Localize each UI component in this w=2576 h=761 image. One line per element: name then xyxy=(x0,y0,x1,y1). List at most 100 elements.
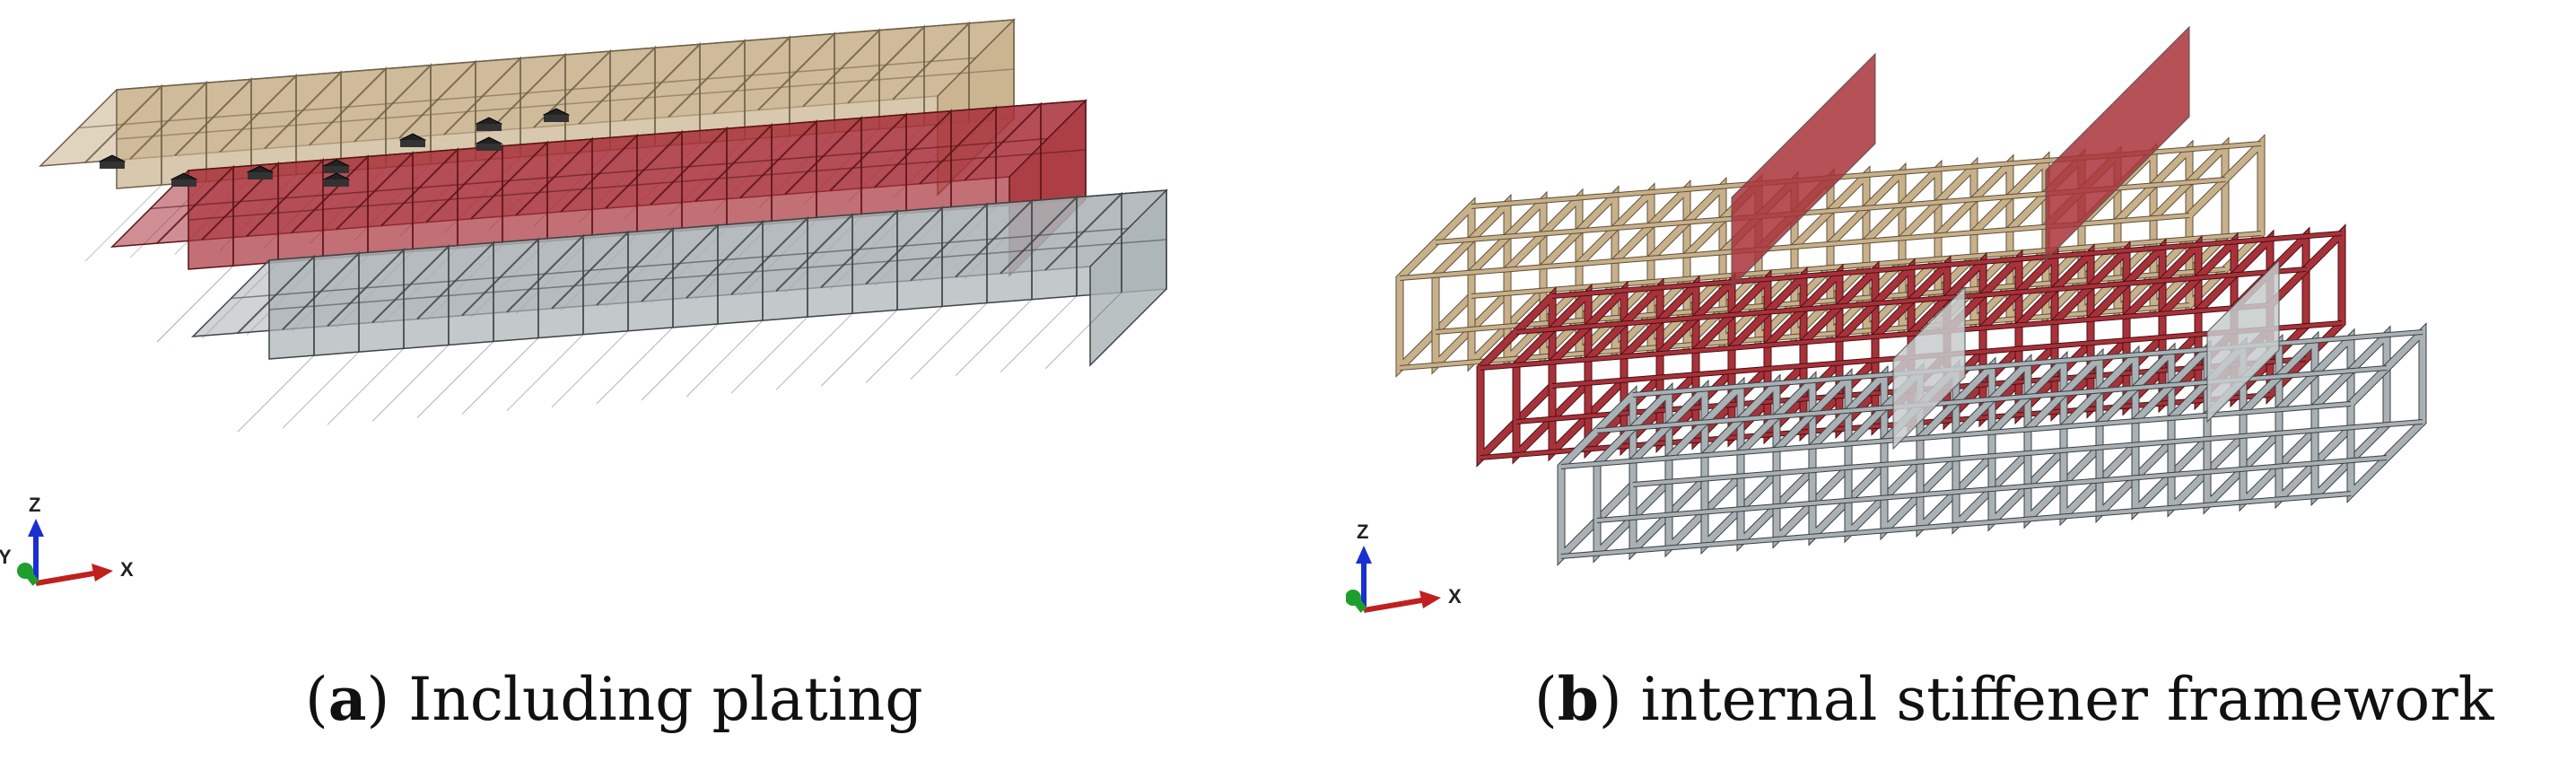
tan-block-frame xyxy=(84,83,162,186)
red-block-frame xyxy=(380,147,458,249)
red-block-frame xyxy=(694,122,773,224)
red-frame-deck-longitudinal xyxy=(1480,303,2271,370)
tan-block-frame xyxy=(802,28,880,129)
z-axis-label: Z xyxy=(1357,520,1368,543)
red-block-frame xyxy=(560,133,638,234)
transverse-bulkhead xyxy=(1892,285,1966,450)
plated-hull-model: Z Y X xyxy=(0,18,1168,586)
grey-block-floor-line xyxy=(551,330,629,408)
y-arrowhead xyxy=(17,563,33,579)
grey-frame-bottom-longitudinal xyxy=(1560,492,2352,558)
x-axis-label: X xyxy=(1448,585,1462,608)
red-block xyxy=(110,99,1087,343)
red-block-frame xyxy=(470,140,548,241)
tan-block-frame xyxy=(847,24,925,126)
red-block-frame xyxy=(964,101,1042,203)
tan-block-frame xyxy=(668,38,746,140)
grey-block-frame xyxy=(775,212,853,314)
grey-block-floor-line xyxy=(730,316,808,394)
tan-block xyxy=(39,18,1016,262)
transverse-bulkhead xyxy=(2045,25,2190,262)
red-block-frame xyxy=(201,161,279,263)
grey-frame-deck-longitudinal xyxy=(1632,330,2423,397)
caption-b: (b) internal stiffener framework xyxy=(1534,664,2494,734)
z-axis-label: Z xyxy=(29,494,40,516)
grey-block-frame xyxy=(551,230,629,331)
grey-block-frame xyxy=(282,250,360,353)
deck-connector-body xyxy=(544,115,569,122)
red-block-frame xyxy=(784,116,862,217)
transverse-bulkhead xyxy=(2206,258,2280,424)
grey-block-floor-line xyxy=(775,312,853,390)
red-block-frame xyxy=(336,151,414,252)
grey-frame-bottom-longitudinal xyxy=(1596,456,2388,522)
grey-block-floor-line xyxy=(237,354,315,433)
grey-block-frame xyxy=(1044,191,1122,293)
tan-block-floor-line xyxy=(84,184,162,262)
grey-block-floor-line xyxy=(955,299,1033,377)
grey-block xyxy=(191,188,1168,433)
caption-a-letter: a xyxy=(327,664,367,734)
grey-block-frame xyxy=(237,254,315,356)
transverse-bulkhead xyxy=(1731,52,1876,289)
grey-block-frame xyxy=(820,208,898,311)
z-arrowhead xyxy=(1356,546,1372,564)
caption-b-text: internal stiffener framework xyxy=(1640,665,2494,734)
grey-block-frame xyxy=(416,241,494,342)
red-block-frame xyxy=(246,157,324,259)
grey-block-floor-line xyxy=(327,347,405,425)
grey-block-floor-line xyxy=(820,310,898,387)
red-block-frame xyxy=(829,112,907,214)
grey-block-floor-line xyxy=(596,327,674,405)
grey-block-floor-line xyxy=(1044,292,1122,370)
tan-block-frame xyxy=(309,66,387,168)
tan-block-frame xyxy=(443,56,521,157)
grey-frame-deck-longitudinal xyxy=(1560,402,2352,468)
red-block-frame xyxy=(425,144,503,245)
red-block-frame xyxy=(515,136,593,238)
stiffener-frame-model: ZYX xyxy=(1346,25,2427,613)
tan-block-frame xyxy=(398,59,476,161)
z-arrowhead xyxy=(28,519,44,537)
deck-connector xyxy=(98,154,127,169)
grey-block-floor-line xyxy=(865,306,943,383)
grey-block-frame xyxy=(910,202,988,303)
caption-b-letter: b xyxy=(1557,664,1599,734)
red-block-frame xyxy=(291,153,369,256)
grey-block-frame xyxy=(461,237,539,338)
grey-block-frame xyxy=(506,233,584,335)
x-axis-arrow xyxy=(1363,597,1428,613)
red-frame-deck-longitudinal xyxy=(1551,232,2343,298)
tan-block-girder xyxy=(78,57,976,129)
tan-block-frame xyxy=(264,70,342,171)
y-arrowhead xyxy=(1346,590,1361,606)
grey-block-floor-line xyxy=(371,345,450,422)
x-axis-label: X xyxy=(120,558,134,581)
deck-connector-body xyxy=(476,144,502,151)
x-axis-arrow xyxy=(35,570,100,586)
grey-block-floor-line xyxy=(685,319,764,398)
grey-block-floor-line xyxy=(1000,295,1078,373)
grey-frame-bottom-longitudinal xyxy=(1632,420,2423,486)
tan-block-frame xyxy=(757,31,835,133)
tan-block-frame xyxy=(533,48,611,151)
deck-connector xyxy=(398,133,427,147)
red-block-frame xyxy=(739,118,817,221)
grey-block-frame xyxy=(955,198,1033,300)
grey-block-floor-line xyxy=(282,351,360,429)
grey-block-frame xyxy=(596,226,674,328)
tan-block-frame xyxy=(219,73,297,175)
y-axis-label: Y xyxy=(0,546,12,568)
panel-b-stiffener-framework: ZYX (b) internal stiffener framework xyxy=(1346,0,2576,761)
deck-connector xyxy=(475,117,503,131)
grey-block-girder xyxy=(231,227,1129,300)
grey-block-frame xyxy=(641,223,719,324)
grey-block-frame xyxy=(1000,195,1078,296)
deck-connector-body xyxy=(248,172,273,179)
grey-block-floor-line xyxy=(461,337,539,415)
coordinate-triad-b: ZYX xyxy=(1346,520,1462,613)
red-block-stringer xyxy=(188,149,1087,221)
x-arrowhead xyxy=(92,564,113,582)
